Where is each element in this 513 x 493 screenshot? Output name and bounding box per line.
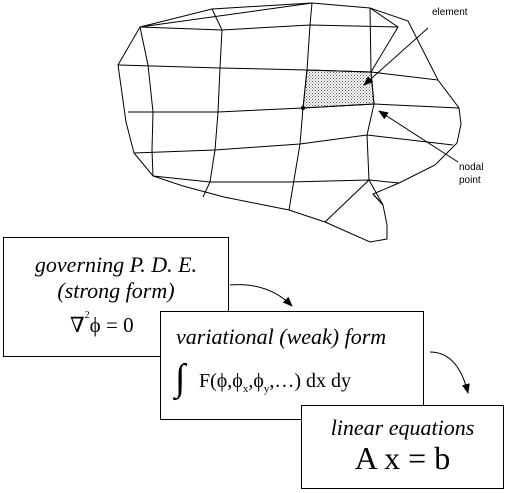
pde-title: governing P. D. E. [34, 252, 198, 277]
nodal-point-label-line2: point [459, 175, 481, 186]
nabla-symbol: ∇ [70, 313, 85, 337]
linear-equation: A x = b [354, 440, 451, 476]
nodal-point-dot [301, 106, 305, 110]
pde-equation: ∇2ϕ = 0 [70, 310, 134, 338]
weak-form-box: variational (weak) form ∫ F(ϕ,ϕx,ϕy,…) d… [160, 311, 424, 420]
integral-symbol: ∫ [175, 357, 186, 399]
pde-equation-rest: ϕ = 0 [89, 313, 134, 337]
weak-form-integrand: F(ϕ,ϕx,ϕy,…) dx dy [199, 370, 351, 395]
mesh-lines [117, 2, 460, 223]
integrand-mid: ,ϕ [248, 370, 264, 392]
nabla-exponent: 2 [84, 310, 90, 321]
element-arrow [363, 27, 429, 86]
element-shaded [302, 69, 375, 109]
weak-form-title: variational (weak) form [176, 324, 387, 349]
subscript-x: x [242, 383, 249, 395]
pde-subtitle: (strong form) [57, 278, 175, 303]
flow-arrow-weak-to-linear [429, 351, 470, 394]
integrand-open: F(ϕ,ϕ [199, 370, 243, 392]
integrand-close: ,…) dx dy [269, 370, 352, 392]
subscript-y: y [263, 383, 270, 395]
element-label: element [432, 7, 468, 18]
linear-title: linear equations [330, 415, 475, 440]
linear-equations-box: linear equations A x = b [301, 405, 504, 489]
nodal-point-arrow [378, 110, 459, 163]
nodal-point-label-line1: nodal [459, 162, 484, 173]
flow-arrow-pde-to-weak [229, 284, 293, 307]
